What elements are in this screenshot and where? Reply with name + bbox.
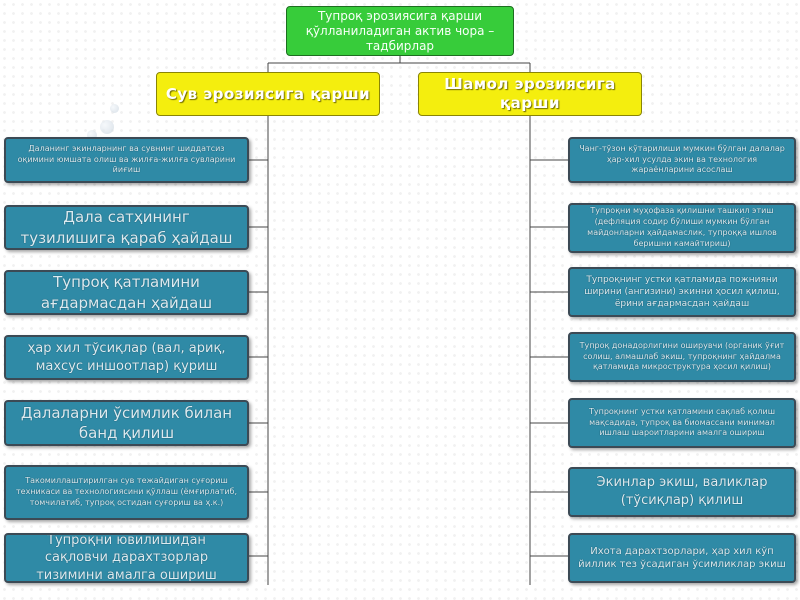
water-measure-text: Даланинг экинларнинг ва сувнинг шиддатси… [17, 143, 236, 175]
wind-measure-text: Чанг-тўзон кўтарилиши мумкин бўлган дала… [579, 143, 785, 175]
wind-measure-box: Тупроқнинг устки қатламида пожнияни шири… [568, 267, 796, 317]
water-measure-text: Такомиллаштирилган сув тежайдиган суғори… [15, 476, 237, 507]
title-text: Тупроқ эрозиясига қарши қўлланиладиган а… [305, 8, 495, 53]
wind-erosion-header-text: Шамол эрозиясига қарши [444, 74, 616, 113]
water-measure-box: Такомиллаштирилган сув тежайдиган суғори… [4, 465, 249, 520]
decor-bubble [87, 130, 97, 140]
water-measure-box: Дала сатҳининг тузилишига қараб ҳайдаш [4, 205, 249, 250]
wind-measure-box: Тупроқ донадорлигини оширувчи (органик ў… [568, 332, 796, 382]
wind-measure-text: Ихота дарахтзорлари, ҳар хил кўп йиллик … [578, 545, 786, 571]
water-measure-box: Тупроқ қатламини ағдармасдан ҳайдаш [4, 270, 249, 315]
wind-measure-text: Тупроқ донадорлигини оширувчи (органик ў… [579, 340, 785, 372]
wind-measure-box: Ихота дарахтзорлари, ҳар хил кўп йиллик … [568, 533, 796, 583]
wind-measure-box: Экинлар экиш, валиклар (тўсиқлар) қилиш [568, 467, 796, 517]
wind-measure-text: Тупроқнинг устки қатламини сақлаб қолиш … [588, 406, 776, 438]
wind-measure-text: Экинлар экиш, валиклар (тўсиқлар) қилиш [596, 475, 768, 508]
wind-measure-text: Тупроқни муҳофаза қилишни ташкил этиш (д… [587, 206, 777, 248]
water-measure-text: ҳар хил тўсиқлар (вал, ариқ, махсус иншо… [27, 340, 226, 374]
decor-bubble [110, 104, 119, 113]
water-measure-box: Далаларни ўсимлик билан банд қилиш [4, 400, 249, 446]
water-erosion-header-text: Сув эрозиясига қарши [165, 85, 371, 103]
water-measure-text: Тупроқ қатламини ағдармасдан ҳайдаш [40, 273, 213, 312]
wind-measure-text: Тупроқнинг устки қатламида пожнияни шири… [584, 274, 780, 310]
water-measure-text: Дала сатҳининг тузилишига қараб ҳайдаш [20, 208, 233, 247]
water-erosion-header: Сув эрозиясига қарши [156, 72, 380, 116]
water-measure-text: Тупроқни ювилишидан сақловчи дарахтзорла… [36, 533, 217, 583]
wind-measure-box: Чанг-тўзон кўтарилиши мумкин бўлган дала… [568, 137, 796, 183]
decor-bubble [100, 120, 114, 134]
water-measure-text: Далаларни ўсимлик билан банд қилиш [20, 403, 233, 442]
water-measure-box: Даланинг экинларнинг ва сувнинг шиддатси… [4, 137, 249, 183]
wind-erosion-header: Шамол эрозиясига қарши [418, 72, 642, 116]
water-measure-box: ҳар хил тўсиқлар (вал, ариқ, махсус иншо… [4, 335, 249, 380]
wind-measure-box: Тупроқни муҳофаза қилишни ташкил этиш (д… [568, 203, 796, 253]
water-measure-box: Тупроқни ювилишидан сақловчи дарахтзорла… [4, 533, 249, 583]
title-box: Тупроқ эрозиясига қарши қўлланиладиган а… [286, 6, 514, 56]
wind-measure-box: Тупроқнинг устки қатламини сақлаб қолиш … [568, 398, 796, 448]
